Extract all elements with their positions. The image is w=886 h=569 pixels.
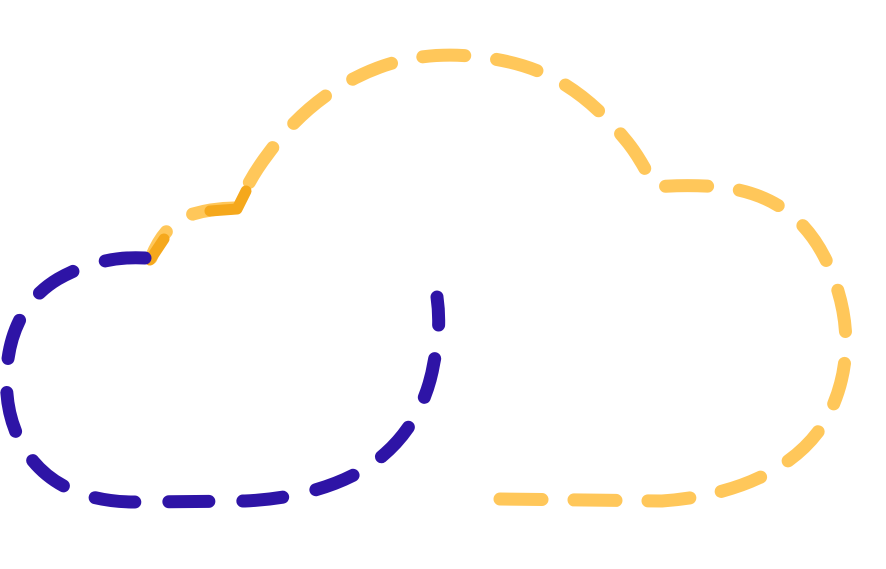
cloud-junction-accent-icon: [204, 185, 252, 217]
small-cloud-outline-icon: [0, 251, 446, 509]
cloud-junction-accent-icon: [144, 233, 170, 266]
large-cloud-outline-icon: [144, 48, 853, 508]
